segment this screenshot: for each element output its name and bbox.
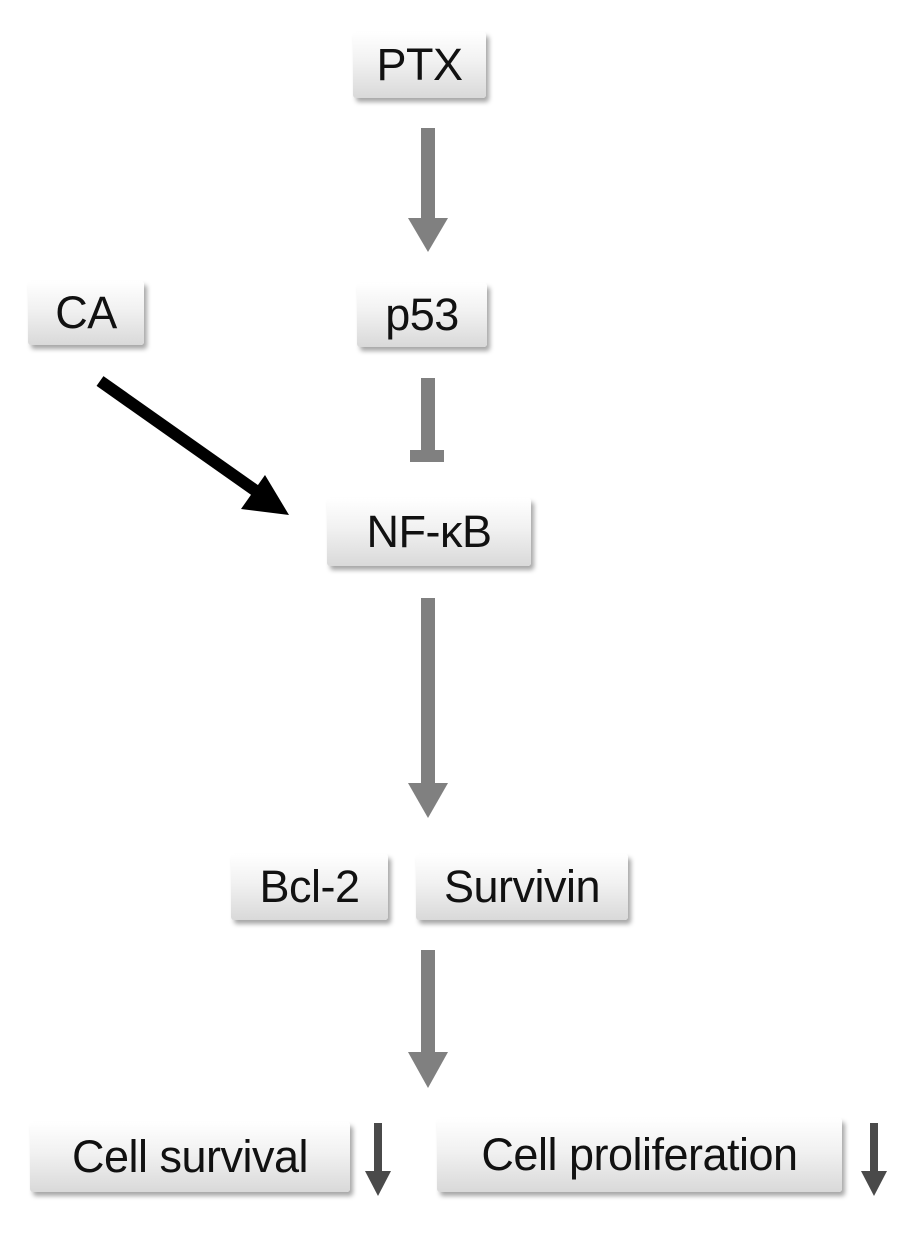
node-bcl-2: Bcl-2 xyxy=(231,854,388,920)
node-nf-kb: NF-κB xyxy=(327,498,531,566)
decrease-arrow-icon xyxy=(365,1123,391,1196)
arrow-nf-kb-to-targets xyxy=(408,598,448,818)
arrow-ptx-to-p53 xyxy=(408,128,448,252)
node-ca: CA xyxy=(28,281,144,345)
arrow-ca-to-nf-kb xyxy=(96,376,289,515)
arrow-targets-to-outcomes xyxy=(408,950,448,1088)
decrease-arrow-icon xyxy=(861,1123,887,1196)
node-p53: p53 xyxy=(357,283,487,347)
node-ptx: PTX xyxy=(353,32,486,98)
node-survivin: Survivin xyxy=(416,854,628,920)
node-cell-proliferation: Cell proliferation xyxy=(437,1118,842,1192)
inhibition-p53-to-nf-kb xyxy=(410,378,444,462)
node-cell-survival: Cell survival xyxy=(30,1122,350,1192)
